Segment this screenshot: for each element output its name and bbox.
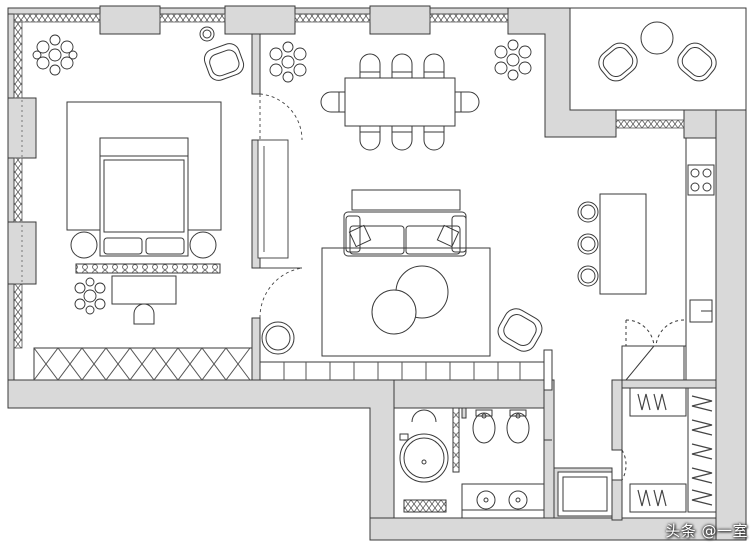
- shower-drain: [421, 459, 427, 465]
- walk-in-closet: [621, 387, 717, 519]
- living-armchair: [497, 308, 543, 352]
- dining-table: [344, 77, 456, 127]
- bed-runner: [75, 263, 221, 274]
- wall-partition: [251, 33, 261, 95]
- balcony-chair-left: [598, 42, 638, 82]
- wall-left: [7, 7, 15, 409]
- basin: [508, 490, 528, 510]
- balcony: [569, 7, 747, 111]
- desk: [111, 275, 177, 305]
- bathtub: [399, 433, 449, 483]
- living-room: [259, 53, 553, 391]
- nightstand: [70, 231, 98, 259]
- wall-bottom: [7, 379, 395, 541]
- basin: [476, 490, 496, 510]
- wall-right: [715, 109, 747, 541]
- washing-machine: [557, 471, 613, 517]
- wall-pier: [7, 97, 37, 159]
- nightstand: [189, 231, 217, 259]
- side-table: [199, 26, 215, 42]
- balcony-table: [640, 21, 674, 55]
- sofa-back: [351, 189, 461, 211]
- cushion: [436, 224, 460, 248]
- pillow: [103, 237, 143, 255]
- bed-headboard: [99, 137, 189, 157]
- pouf: [261, 321, 295, 355]
- window-pier: [99, 5, 161, 35]
- window-pier: [224, 5, 296, 35]
- cushion: [348, 224, 372, 248]
- dining-chairs: [320, 53, 480, 151]
- bidet: [475, 409, 493, 417]
- bathroom: [393, 407, 552, 519]
- bedroom: [21, 20, 253, 381]
- shower-curtain: [452, 407, 460, 473]
- wall-bath: [393, 379, 555, 409]
- bath-divider: [461, 407, 467, 419]
- toilet: [509, 409, 527, 417]
- plant-icon: [32, 34, 532, 315]
- watermark: 头条 @一室: [665, 522, 748, 540]
- living-rug: [321, 247, 491, 357]
- bedroom-armchair: [203, 43, 245, 81]
- kitchen-counter: [685, 137, 717, 381]
- bath-mat: [403, 499, 447, 513]
- door-swing: [259, 267, 303, 319]
- closet-shelf: [629, 483, 687, 513]
- balcony-chair-right: [677, 42, 717, 82]
- bar-stool: [577, 201, 599, 223]
- closet-shelf: [629, 387, 687, 417]
- door-swing: [621, 449, 627, 481]
- bar-stool: [577, 233, 599, 255]
- bar-stool: [577, 265, 599, 287]
- vanity: [461, 483, 545, 519]
- bed: [99, 155, 189, 257]
- wall-bath: [543, 379, 555, 519]
- laundry: [557, 471, 613, 517]
- kitchen-island: [599, 193, 647, 295]
- doors: [257, 93, 303, 319]
- closet-shelf: [687, 387, 717, 513]
- bed-inner: [103, 159, 185, 233]
- door-swing: [259, 93, 303, 141]
- windows: [13, 13, 685, 349]
- window-pier: [369, 5, 431, 35]
- pillow: [145, 237, 185, 255]
- wall-bath: [611, 379, 717, 389]
- wall-bath: [611, 379, 623, 451]
- wardrobe: [33, 347, 253, 381]
- coffee-table: [371, 289, 417, 335]
- wall-bath: [611, 479, 623, 521]
- wall-partition: [251, 317, 261, 381]
- hob: [687, 164, 715, 196]
- kitchen: [577, 137, 717, 381]
- sofa: [343, 211, 467, 257]
- desk-chair: [133, 303, 155, 325]
